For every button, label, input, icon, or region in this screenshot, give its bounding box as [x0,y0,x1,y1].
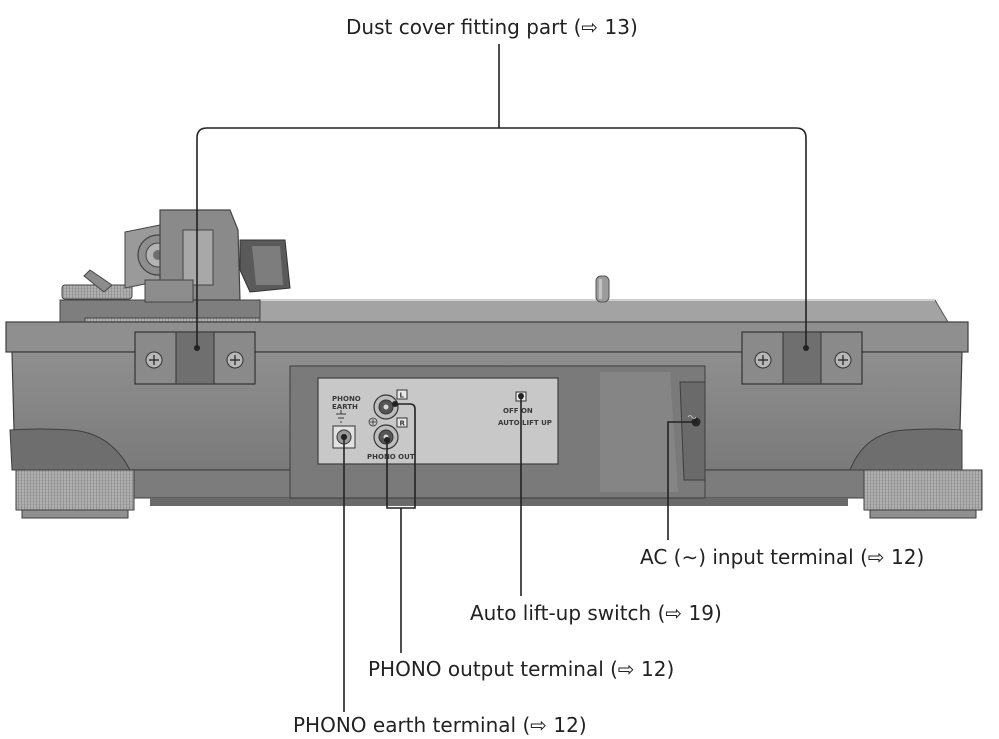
leader-dot-auto-lift [518,393,524,399]
callout-ac-input-terminal: AC (∼) input terminal (⇨ 12) [640,545,925,569]
callout-phono-earth-terminal: PHONO earth terminal (⇨ 12) [293,713,587,737]
callout-phono-output-terminal: PHONO output terminal (⇨ 12) [368,657,675,681]
right-foot [849,428,983,519]
auto-lift-up-label: AUTO LIFT UP [498,419,552,427]
leader-dot-ac [693,419,699,425]
connection-panel: PHONO EARTH L R PHONO OUT OFF ON AUTO LI… [317,377,559,465]
leader-ac-input [667,421,696,540]
dust-cover-fitting-left [134,331,256,385]
tonearm [59,209,291,329]
spindle [595,275,610,303]
phono-out-label: PHONO OUT [367,453,415,461]
leader-dot-phono-r [384,437,390,443]
callout-auto-lift-up-switch: Auto lift-up switch (⇨ 19) [470,601,722,625]
leader-dot-dust-right [803,345,809,351]
callout-dust-cover-fitting: Dust cover fitting part (⇨ 13) [346,15,638,39]
top-plate [257,299,949,323]
channel-right-label: R [400,420,406,428]
leader-dust-cover-bracket [196,127,807,348]
panel-phono-label: PHONO [332,395,361,403]
leader-dot-dust-left [194,345,200,351]
leader-phono-output-bracket [386,403,416,509]
channel-left-label: L [400,392,405,400]
ac-inlet [679,381,706,481]
switch-state-label: OFF ON [503,407,533,415]
dust-cover-fitting-right [741,331,863,385]
leader-lines [194,44,809,712]
leader-dot-phono-l [392,401,398,407]
panel-earth-label: EARTH [332,403,358,411]
leader-dot-phono-earth [341,434,347,440]
left-foot [9,428,135,519]
